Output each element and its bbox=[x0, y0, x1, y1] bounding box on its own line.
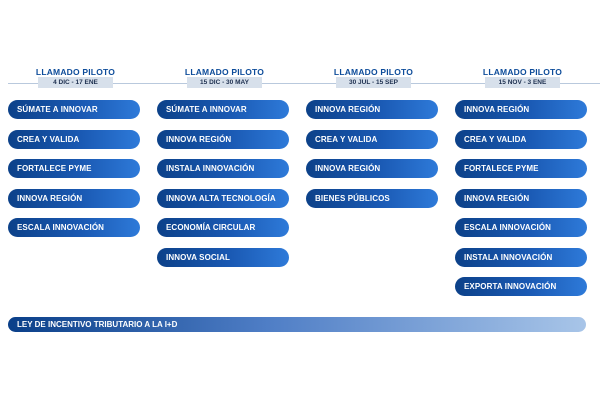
program-pill[interactable]: ESCALA INNOVACIÓN bbox=[8, 218, 140, 237]
column-items: INNOVA REGIÓN CREA Y VALIDA FORTALECE PY… bbox=[455, 100, 590, 296]
program-pill[interactable]: FORTALECE PYME bbox=[455, 159, 587, 178]
column-title: LLAMADO PILOTO bbox=[482, 67, 563, 77]
program-pill[interactable]: INNOVA REGIÓN bbox=[8, 188, 140, 208]
column-header: LLAMADO PILOTO 4 DIC - 17 ENE bbox=[8, 66, 158, 90]
column-date-range: 4 DIC - 17 ENE bbox=[38, 77, 113, 88]
program-pill[interactable]: EXPORTA INNOVACIÓN bbox=[455, 277, 587, 296]
program-pill[interactable]: ECONOMÍA CIRCULAR bbox=[157, 218, 289, 237]
column-items: INNOVA REGIÓN CREA Y VALIDA INNOVA REGIÓ… bbox=[306, 100, 441, 208]
program-pill[interactable]: FORTALECE PYME bbox=[8, 159, 140, 178]
column-3: LLAMADO PILOTO 30 JUL - 15 SEP INNOVA RE… bbox=[306, 66, 456, 218]
column-header: LLAMADO PILOTO 30 JUL - 15 SEP bbox=[306, 66, 456, 90]
program-pill[interactable]: BIENES PÚBLICOS bbox=[306, 188, 438, 208]
program-pill[interactable]: ESCALA INNOVACIÓN bbox=[455, 218, 587, 237]
column-title: LLAMADO PILOTO bbox=[184, 67, 265, 77]
program-pill[interactable]: INNOVA SOCIAL bbox=[157, 247, 289, 267]
program-pill[interactable]: INNOVA REGIÓN bbox=[455, 100, 587, 119]
program-pill[interactable]: INSTALA INNOVACIÓN bbox=[157, 159, 289, 178]
program-pill[interactable]: INNOVA REGIÓN bbox=[306, 100, 438, 119]
column-header: LLAMADO PILOTO 15 NOV - 3 ENE bbox=[455, 66, 600, 90]
program-pill[interactable]: INNOVA REGIÓN bbox=[306, 159, 438, 178]
column-title: LLAMADO PILOTO bbox=[333, 67, 414, 77]
program-pill[interactable]: CREA Y VALIDA bbox=[8, 129, 140, 149]
column-4: LLAMADO PILOTO 15 NOV - 3 ENE INNOVA REG… bbox=[455, 66, 600, 307]
program-pill[interactable]: SÚMATE A INNOVAR bbox=[157, 100, 289, 119]
column-title: LLAMADO PILOTO bbox=[35, 67, 116, 77]
program-pill[interactable]: INNOVA REGIÓN bbox=[157, 129, 289, 149]
program-pill[interactable]: SÚMATE A INNOVAR bbox=[8, 100, 140, 119]
column-2: LLAMADO PILOTO 15 DIC - 30 MAY SÚMATE A … bbox=[157, 66, 307, 277]
column-date-range: 30 JUL - 15 SEP bbox=[336, 77, 411, 88]
column-items: SÚMATE A INNOVAR INNOVA REGIÓN INSTALA I… bbox=[157, 100, 292, 267]
program-pill[interactable]: CREA Y VALIDA bbox=[306, 129, 438, 149]
program-pill[interactable]: INNOVA ALTA TECNOLOGÍA bbox=[157, 188, 289, 208]
column-date-range: 15 DIC - 30 MAY bbox=[187, 77, 262, 88]
column-date-range: 15 NOV - 3 ENE bbox=[485, 77, 560, 88]
program-pill[interactable]: CREA Y VALIDA bbox=[455, 129, 587, 149]
column-items: SÚMATE A INNOVAR CREA Y VALIDA FORTALECE… bbox=[8, 100, 143, 237]
tax-incentive-law-bar[interactable]: LEY DE INCENTIVO TRIBUTARIO A LA I+D bbox=[8, 317, 586, 332]
column-1: LLAMADO PILOTO 4 DIC - 17 ENE SÚMATE A I… bbox=[8, 66, 158, 248]
column-header: LLAMADO PILOTO 15 DIC - 30 MAY bbox=[157, 66, 307, 90]
program-pill[interactable]: INNOVA REGIÓN bbox=[455, 188, 587, 208]
program-pill[interactable]: INSTALA INNOVACIÓN bbox=[455, 247, 587, 267]
